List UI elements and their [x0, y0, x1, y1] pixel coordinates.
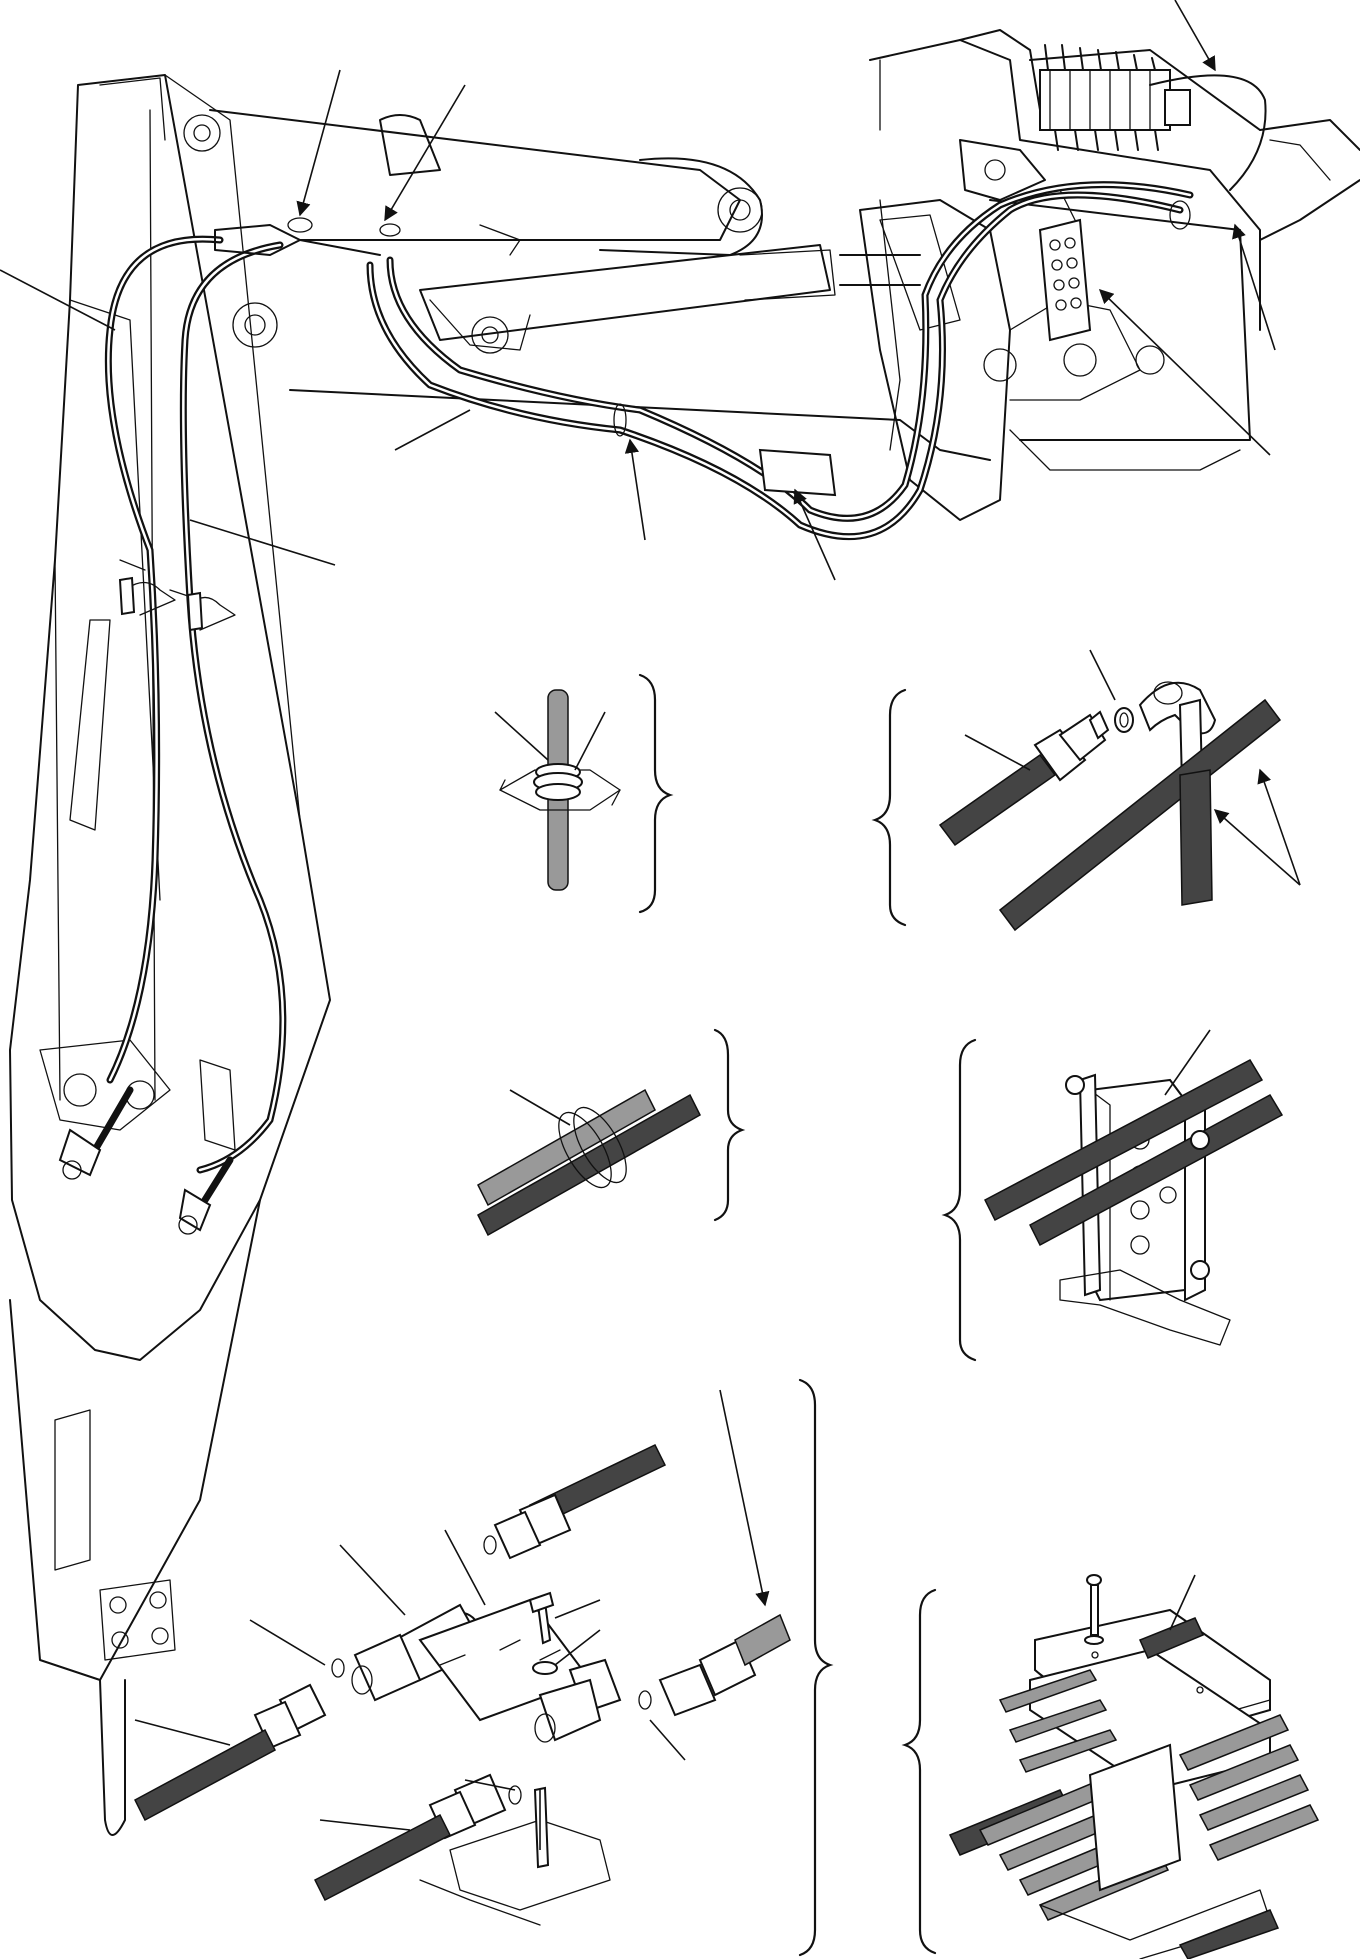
- boom-arm: [9, 74, 331, 1836]
- hose-clamps: [118, 576, 236, 632]
- mounting-bracket-hole-plate: [1038, 218, 1092, 342]
- swing-bracket: [859, 29, 1360, 521]
- control-valve-bank: [1039, 44, 1267, 191]
- hydraulic-hoses: [104, 181, 1194, 1174]
- detail-hose-clamp: [477, 1028, 746, 1237]
- detail-grommet: [494, 673, 674, 914]
- detail-tube-clamp-plate: [901, 1574, 1320, 1959]
- detail-hose-bracket: [941, 1029, 1284, 1362]
- callout-leaders-main: [0, 0, 1276, 581]
- detail-elbow-fitting: [871, 649, 1301, 932]
- detail-tee-fitting: [134, 1378, 834, 1957]
- boom-hose-fittings: [58, 1086, 234, 1235]
